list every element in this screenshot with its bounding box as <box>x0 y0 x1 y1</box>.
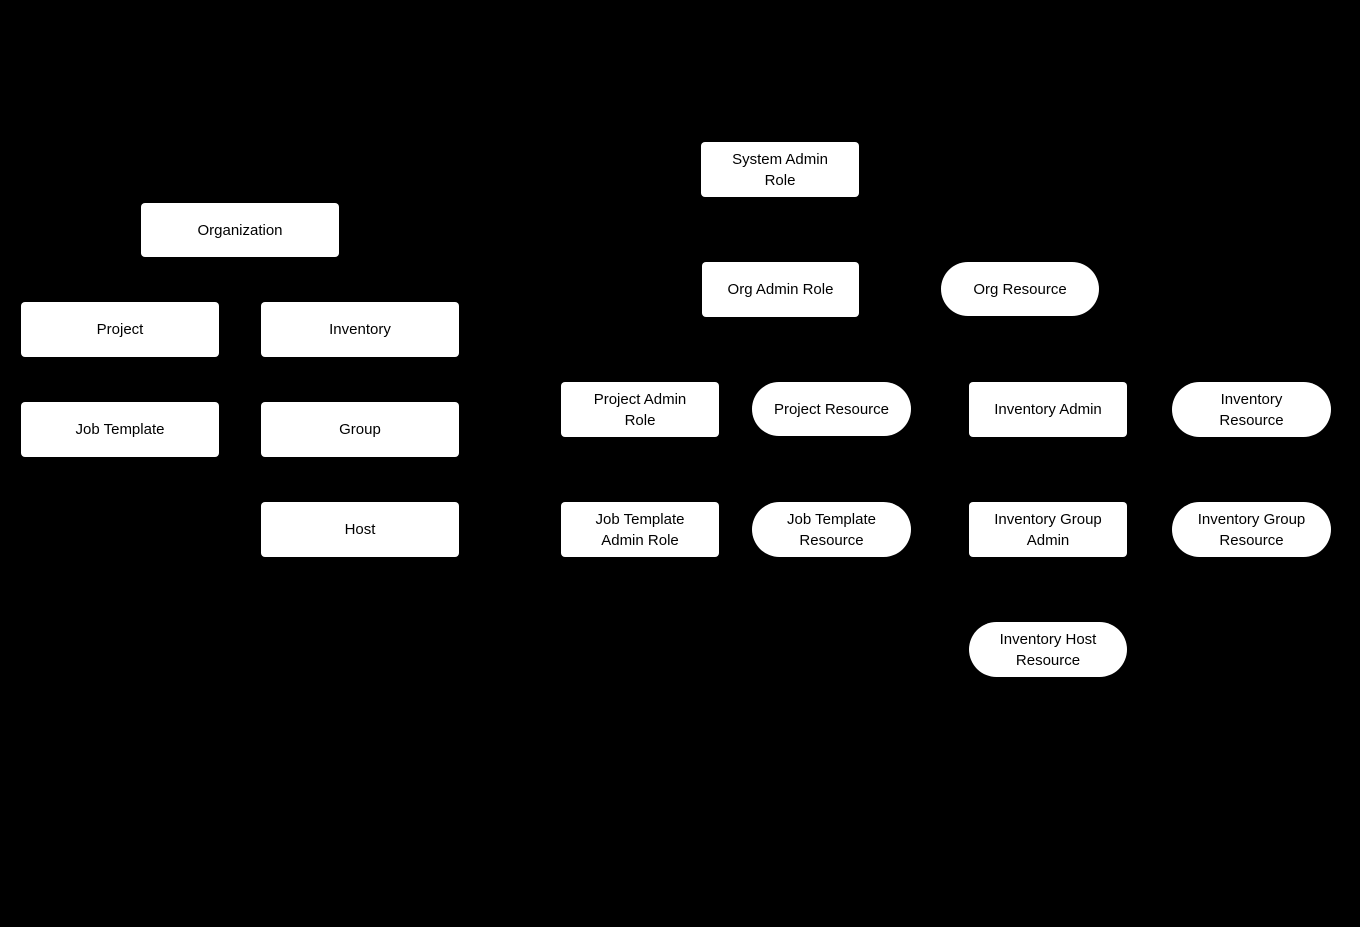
inventory-node: Inventory <box>261 302 459 357</box>
inventory-resource-node: Inventory Resource <box>1172 382 1331 437</box>
org-admin-role-node: Org Admin Role <box>702 262 859 317</box>
org-resource-node: Org Resource <box>941 262 1099 316</box>
job-template-resource-node: Job Template Resource <box>752 502 911 557</box>
host-node: Host <box>261 502 459 557</box>
project-node: Project <box>21 302 219 357</box>
group-node: Group <box>261 402 459 457</box>
inventory-admin-node: Inventory Admin <box>969 382 1127 437</box>
inventory-group-resource-node: Inventory Group Resource <box>1172 502 1331 557</box>
organization-node: Organization <box>141 203 339 257</box>
inventory-host-resource-node: Inventory Host Resource <box>969 622 1127 677</box>
inventory-group-admin-node: Inventory Group Admin <box>969 502 1127 557</box>
system-admin-role-node: System Admin Role <box>701 142 859 197</box>
job-template-admin-role-node: Job Template Admin Role <box>561 502 719 557</box>
job-template-node: Job Template <box>21 402 219 457</box>
project-resource-node: Project Resource <box>752 382 911 436</box>
project-admin-role-node: Project Admin Role <box>561 382 719 437</box>
